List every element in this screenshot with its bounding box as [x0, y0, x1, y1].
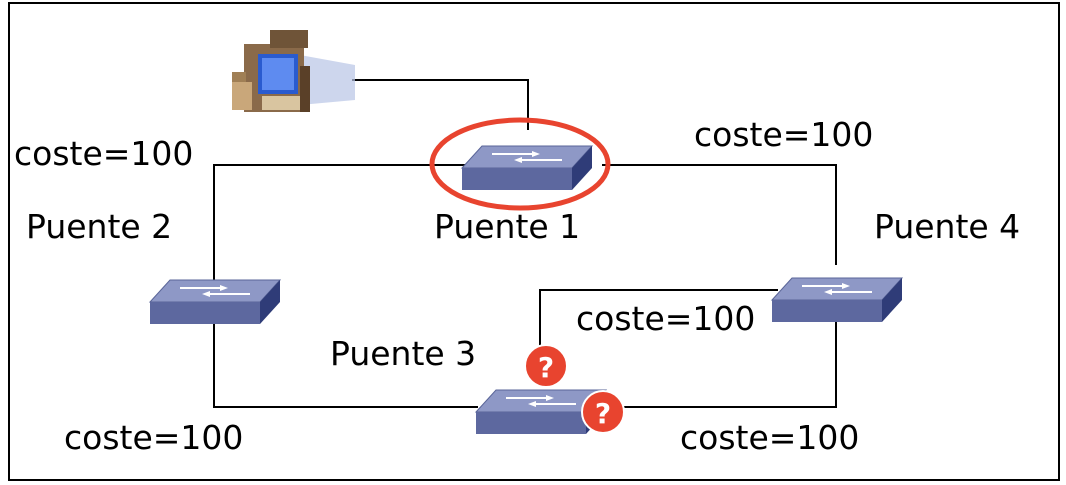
root-bridge-highlight — [429, 117, 611, 211]
bridge-2-label: Puente 2 — [26, 207, 173, 246]
link-host-bridge1 — [352, 79, 529, 130]
link-bridge2-bridge3 — [213, 318, 478, 408]
cost-label-bridge2-bridge3: coste=100 — [64, 418, 244, 457]
question-mark-icon: ? — [524, 344, 568, 388]
bridge-4-label: Puente 4 — [874, 207, 1021, 246]
bridge-1-label: Puente 1 — [434, 207, 581, 246]
bridge-1-switch-icon[interactable] — [461, 145, 593, 191]
desktop-computer-icon — [232, 30, 355, 112]
cost-label-bridge1-bridge2: coste=100 — [14, 134, 194, 173]
cost-label-bridge3-bridge4-upper: coste=100 — [576, 299, 756, 338]
badge-1-text: ? — [538, 351, 554, 384]
bridge-2-switch-icon[interactable] — [149, 279, 281, 325]
cost-label-bridge3-bridge4-lower: coste=100 — [680, 418, 860, 457]
link-bridge1-bridge2 — [213, 164, 465, 288]
link-bridge3-bridge4-lower — [606, 318, 837, 408]
badge-2-text: ? — [595, 397, 611, 430]
cost-label-bridge1-bridge4: coste=100 — [694, 115, 874, 154]
question-mark-icon: ? — [581, 390, 625, 434]
link-bridge1-bridge4 — [602, 164, 837, 265]
bridge-4-switch-icon[interactable] — [771, 277, 903, 323]
bridge-3-label: Puente 3 — [330, 334, 477, 373]
